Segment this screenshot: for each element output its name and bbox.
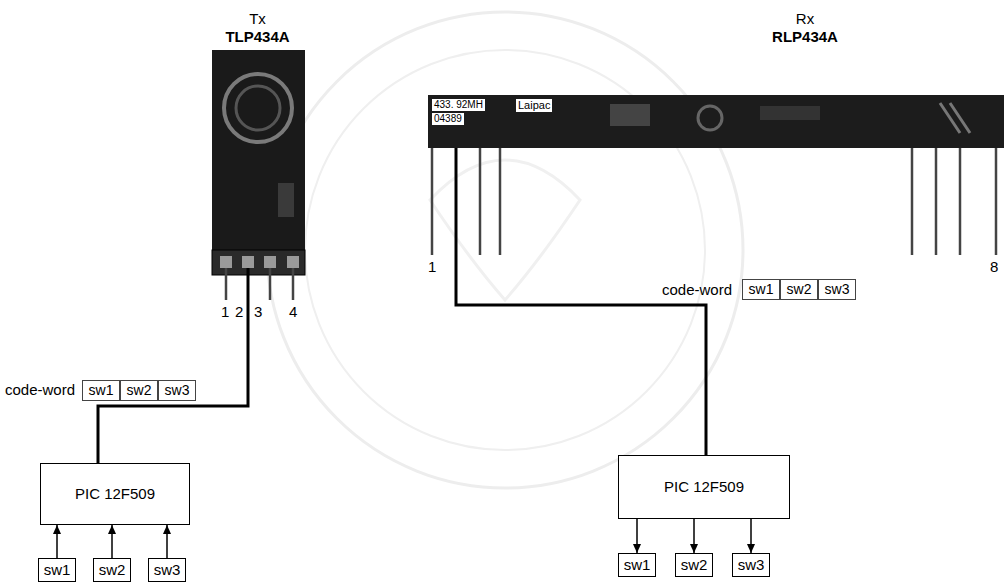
signal-arrow [56,525,58,558]
code-word-bit: sw3 [825,281,850,298]
switch-box: sw2 [93,558,131,582]
box-label: sw2 [681,556,708,574]
code-word-label: code-word [5,381,75,399]
code-word-cell: sw3 [158,380,196,401]
code-word-label: code-word [662,281,732,299]
code-word-cell: sw3 [818,279,856,300]
signal-arrow [693,519,695,553]
switch-box: sw3 [148,558,186,582]
receiver-module: RxRLP434A [420,8,1004,255]
module-marking: 04389 [432,113,464,125]
receiver-module-picture [420,8,1004,255]
box-label: sw2 [99,561,126,579]
code-word-bit: sw2 [127,382,152,399]
code-word-bit: sw1 [89,382,114,399]
pin-number: 1 [428,258,436,276]
code-word-bit: sw3 [165,382,190,399]
module-heading: RxRLP434A [755,10,855,46]
box-label: sw3 [154,561,181,579]
switch-box: sw1 [38,558,76,582]
module-marking: 433. 92MH [432,99,485,111]
microcontroller-box: PIC 12F509 [618,455,790,519]
box-label: sw3 [738,556,765,574]
module-heading: TxTLP434A [200,10,315,46]
microcontroller-box: PIC 12F509 [40,463,190,525]
box-label: PIC 12F509 [664,478,744,496]
signal-arrow [636,519,638,553]
box-label: PIC 12F509 [75,485,155,503]
switch-box: sw3 [732,553,770,577]
pin-number: 2 [235,303,243,321]
data-wire [98,300,248,463]
signal-arrow [166,525,168,558]
module-role: Tx [200,10,315,28]
switch-box: sw2 [675,553,713,577]
code-word-cell: sw2 [120,380,158,401]
code-word-cell: sw1 [742,279,780,300]
module-role: Rx [755,10,855,28]
pin-number: 1 [221,303,229,321]
code-word-bit: sw1 [749,281,774,298]
signal-arrow [111,525,113,558]
module-part-number: RLP434A [755,28,855,46]
code-word-cell: sw1 [82,380,120,401]
transmitter-module: TxTLP434A [200,8,315,300]
watermark-ring [267,12,743,488]
switch-box: sw1 [618,553,656,577]
pin-number: 4 [289,303,297,321]
transmitter-module-picture [200,8,315,300]
code-word-cell: sw2 [780,279,818,300]
box-label: sw1 [624,556,651,574]
watermark-emblem [430,160,580,300]
module-marking: Laipac [516,99,552,112]
code-word-bit: sw2 [787,281,812,298]
pin-number: 8 [990,258,998,276]
module-part-number: TLP434A [200,28,315,46]
signal-arrow [750,519,752,553]
pin-number: 3 [254,303,262,321]
box-label: sw1 [44,561,71,579]
